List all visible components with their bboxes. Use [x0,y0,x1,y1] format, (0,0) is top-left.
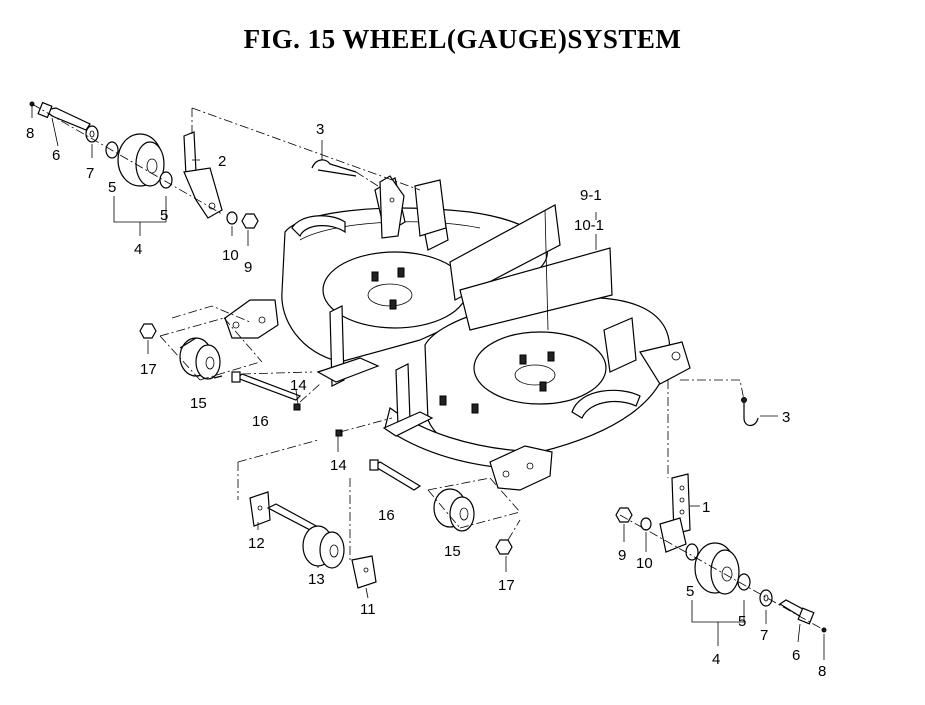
callout-11: 11 [360,601,376,618]
callout-10-left: 10 [222,247,239,264]
callout-5-left-a: 5 [108,179,116,196]
callout-15-left: 15 [190,395,207,412]
callout-13: 13 [308,571,325,588]
callout-3-upper: 3 [316,121,324,138]
assembly-center-lines [31,103,825,631]
right-gauge-wheel-assembly [615,473,827,633]
callout-14-right: 14 [330,457,347,474]
callout-8-left: 8 [26,125,34,142]
callout-leaders [31,106,825,660]
hairpin-clip-right [741,397,759,427]
callout-12: 12 [248,535,265,552]
callout-15-right: 15 [444,543,461,560]
callout-5-right-a: 5 [686,583,694,600]
callout-10-right: 10 [636,555,653,572]
callout-16-left: 16 [252,413,269,430]
callout-17-right: 17 [498,577,515,594]
rear-gauge-mount [379,175,447,239]
callout-6-right: 6 [792,647,800,664]
callout-17-left: 17 [140,361,157,378]
left-deck-roller [139,323,302,411]
callout-4-left: 4 [134,241,142,258]
callout-4-right: 4 [712,651,720,668]
callout-16-right: 16 [378,507,395,524]
callout-3-right: 3 [782,409,790,426]
callout-5-left-b: 5 [160,207,168,224]
callout-8-right: 8 [818,663,826,680]
callout-9-right: 9 [618,547,626,564]
callout-6-left: 6 [52,147,60,164]
mower-deck [224,177,691,491]
callout-9-1: 9-1 [580,187,602,204]
callout-7-left: 7 [86,165,94,182]
callout-14-left: 14 [290,377,307,394]
callout-7-right: 7 [760,627,768,644]
callout-5-right-b: 5 [738,613,746,630]
callout-labels: 8 6 7 5 5 4 2 3 10 9 9-1 10-1 17 15 14 1… [26,121,826,680]
callout-9-left: 9 [244,259,252,276]
figure-title: FIG. 15 WHEEL(GAUGE)SYSTEM [243,24,682,54]
right-deck-roller [335,429,513,555]
callout-10-1: 10-1 [574,217,604,234]
callout-1: 1 [702,499,710,516]
hairpin-clip-upper [311,159,357,177]
callout-2: 2 [218,153,226,170]
center-rear-roller [249,491,377,589]
